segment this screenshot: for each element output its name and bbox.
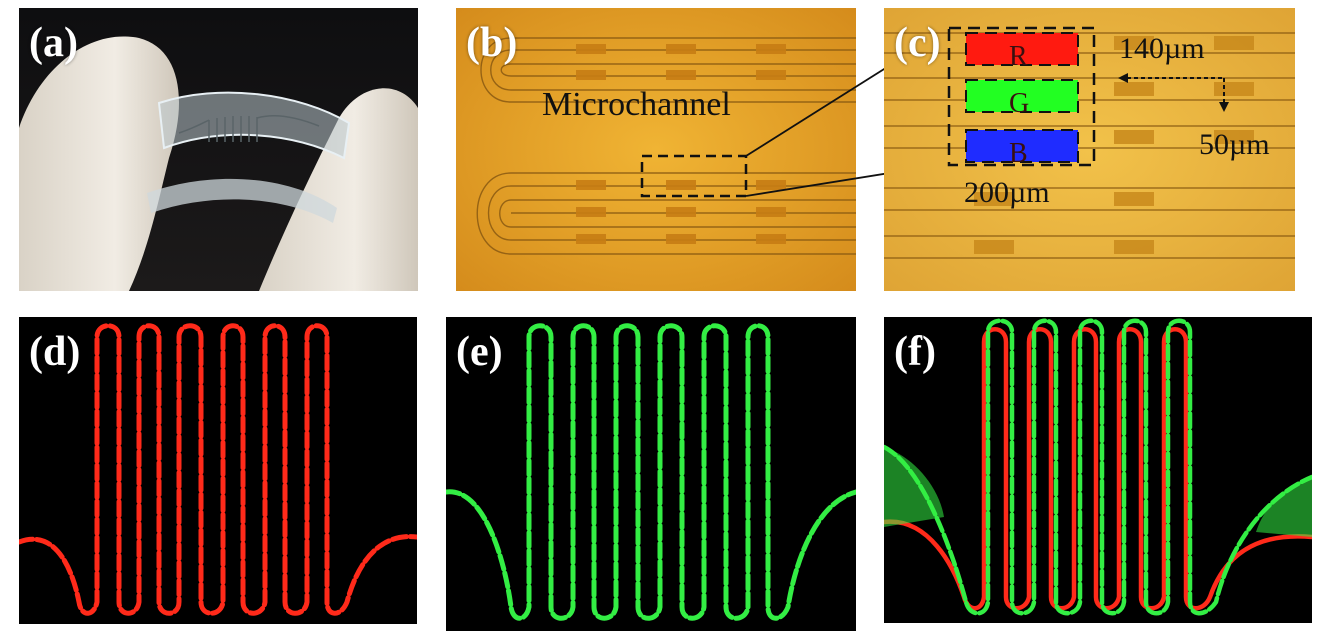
- panel-d: (d): [19, 317, 417, 624]
- box-label-b: B: [1009, 138, 1028, 169]
- panel-label-e: (e): [456, 329, 503, 375]
- panel-f: (f): [884, 317, 1312, 623]
- panel-label-f: (f): [894, 329, 936, 375]
- panel-a: (a): [19, 8, 418, 291]
- box-label-r: R: [1009, 41, 1028, 72]
- panel-label-b: (b): [466, 20, 518, 66]
- red-serpentine-channel: [19, 323, 417, 616]
- blue-box: [965, 129, 1079, 163]
- panel-label-a: (a): [29, 20, 78, 66]
- zoom-region-box: [640, 154, 748, 198]
- microchannel-label: Microchannel: [542, 86, 731, 123]
- dimension-200um: 200µm: [964, 176, 1050, 209]
- box-label-g: G: [1009, 88, 1030, 119]
- panel-c: (c) R G B 140µm 50µm 200µm: [884, 8, 1295, 291]
- dimension-50um: 50µm: [1199, 128, 1270, 161]
- panel-label-d: (d): [29, 329, 81, 375]
- panel-e: (e): [446, 317, 856, 631]
- merged-serpentine-channel: [884, 318, 1312, 616]
- dimension-140um: 140µm: [1119, 32, 1205, 65]
- green-box: [965, 79, 1079, 113]
- chip-photo: [19, 8, 418, 291]
- panel-b: (b) Microchannel: [456, 8, 856, 291]
- red-box: [965, 32, 1079, 66]
- green-serpentine-channel: [446, 323, 856, 621]
- zoomed-channels: [884, 8, 1295, 291]
- panel-label-c: (c): [894, 20, 941, 66]
